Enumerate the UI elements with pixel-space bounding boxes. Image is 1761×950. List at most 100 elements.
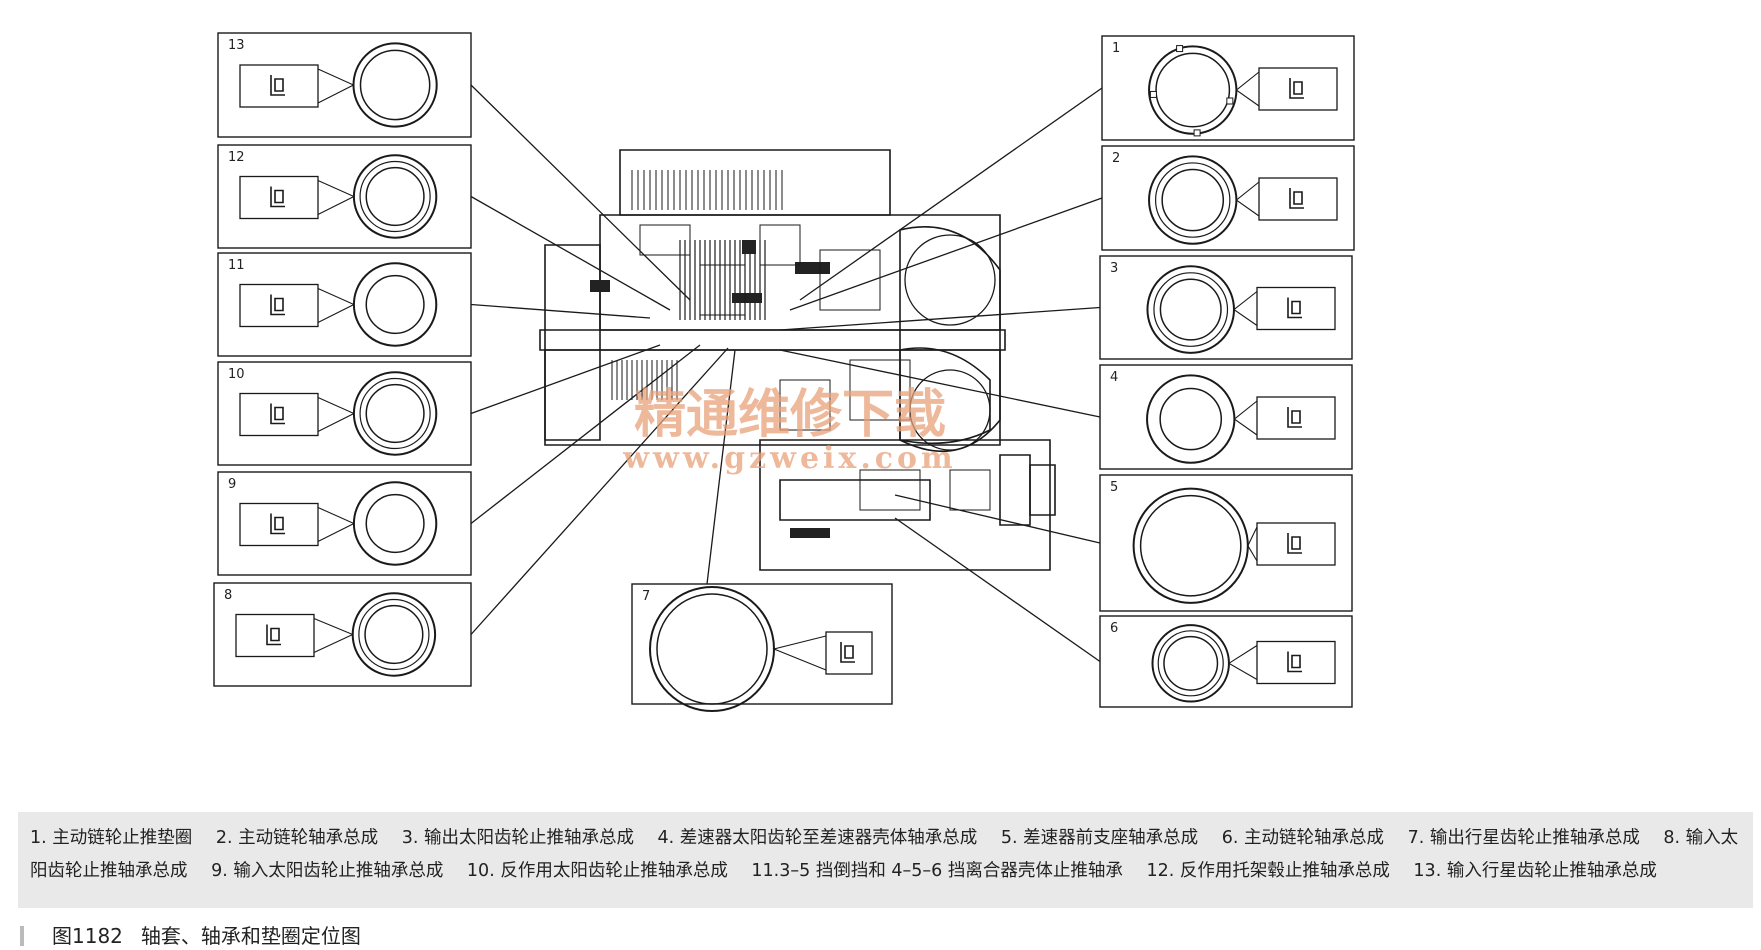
profile-box bbox=[1258, 67, 1338, 111]
part-ring-inner bbox=[364, 604, 424, 665]
profile-pointer bbox=[1235, 71, 1260, 107]
profile-box bbox=[235, 613, 315, 658]
internal-component bbox=[699, 264, 746, 316]
leader-line-2 bbox=[789, 197, 1103, 311]
profile-glyph bbox=[1287, 407, 1302, 428]
legend-item-2: 2. 主动链轮轴承总成 bbox=[215, 828, 379, 848]
leader-line-13 bbox=[470, 84, 691, 301]
legend-item-11: 11.3–5 挡倒挡和 4–5–6 挡离合器壳体止推轴承 bbox=[751, 861, 1123, 881]
seal-block bbox=[790, 528, 830, 538]
seal-block bbox=[590, 280, 610, 292]
profile-box bbox=[1256, 640, 1336, 685]
internal-component bbox=[759, 224, 801, 266]
callout-box-8: 8 bbox=[213, 582, 472, 687]
profile-pointer bbox=[317, 287, 356, 323]
part-lug bbox=[1226, 97, 1234, 105]
watermark: 精通维修下载 www.gzweix.com bbox=[622, 384, 957, 476]
callout-number: 5 bbox=[1110, 480, 1118, 495]
caption-bar bbox=[20, 926, 24, 946]
profile-box bbox=[239, 392, 319, 437]
legend-item-12: 12. 反作用托架毂止推轴承总成 bbox=[1146, 861, 1390, 881]
profile-box bbox=[1256, 522, 1336, 566]
profile-pointer bbox=[1233, 291, 1258, 326]
legend-item-10: 10. 反作用太阳齿轮止推轴承总成 bbox=[466, 861, 728, 881]
callout-box-10: 10 bbox=[217, 361, 472, 466]
callout-box-13: 13 bbox=[217, 32, 472, 138]
internal-component bbox=[859, 469, 921, 511]
profile-glyph bbox=[1287, 297, 1302, 319]
leader-lines bbox=[470, 84, 1103, 663]
callout-number: 12 bbox=[228, 150, 245, 165]
callout-number: 1 bbox=[1112, 41, 1120, 56]
profile-glyph bbox=[270, 75, 285, 96]
legend-item-8: 8. 输入太阳齿轮止推轴承总成 bbox=[30, 828, 1739, 881]
profile-glyph bbox=[1287, 651, 1302, 673]
leader-line-7 bbox=[706, 349, 736, 585]
callout-box-3: 3 bbox=[1099, 255, 1353, 360]
profile-pointer bbox=[772, 635, 827, 671]
callout-number: 6 bbox=[1110, 621, 1118, 636]
part-ring-inner bbox=[365, 493, 425, 554]
profile-pointer bbox=[317, 68, 355, 104]
part-ring-inner bbox=[1159, 278, 1222, 341]
part-lug bbox=[1149, 90, 1157, 98]
callout-frame bbox=[1099, 474, 1353, 612]
watermark-url: www.gzweix.com bbox=[622, 441, 957, 476]
callout-box-5: 5 bbox=[1099, 474, 1353, 612]
housing-section bbox=[544, 244, 601, 441]
part-lug bbox=[1193, 129, 1201, 137]
callout-number: 11 bbox=[228, 258, 245, 273]
leader-line-5 bbox=[894, 494, 1101, 544]
leader-line-11 bbox=[470, 303, 651, 319]
legend-item-9: 9. 输入太阳齿轮止推轴承总成 bbox=[211, 861, 444, 881]
parts-legend: 1. 主动链轮止推垫圈 2. 主动链轮轴承总成 3. 输出太阳齿轮止推轴承总成 … bbox=[18, 812, 1753, 908]
housing-section bbox=[539, 329, 1006, 351]
leader-line-12 bbox=[470, 195, 671, 311]
profile-glyph bbox=[270, 513, 285, 535]
profile-pointer bbox=[1247, 526, 1258, 562]
gear bbox=[904, 234, 996, 326]
housing-section bbox=[999, 454, 1031, 526]
housing-section bbox=[1029, 464, 1056, 516]
part-ring-inner bbox=[1139, 494, 1242, 597]
profile-pointer bbox=[317, 179, 356, 215]
leader-line-1 bbox=[799, 87, 1103, 301]
part-ring-inner bbox=[656, 593, 768, 705]
part-ring-race bbox=[359, 160, 431, 233]
part-ring-race bbox=[359, 377, 431, 450]
profile-box bbox=[239, 175, 319, 220]
profile-glyph bbox=[1287, 533, 1302, 554]
part-ring-inner bbox=[1155, 52, 1231, 128]
leader-line-10 bbox=[470, 344, 661, 415]
leader-line-6 bbox=[894, 517, 1101, 663]
internal-component bbox=[779, 379, 831, 431]
legend-item-1: 1. 主动链轮止推垫圈 bbox=[30, 828, 193, 848]
part-ring-race bbox=[358, 598, 430, 671]
profile-glyph bbox=[1289, 188, 1304, 209]
part-ring-inner bbox=[365, 166, 425, 227]
figure-title: 轴套、轴承和垫圈定位图 bbox=[140, 924, 361, 948]
internal-component bbox=[639, 224, 691, 256]
profile-box bbox=[1256, 286, 1336, 331]
seal-block bbox=[742, 240, 756, 254]
legend-item-3: 3. 输出太阳齿轮止推轴承总成 bbox=[401, 828, 634, 848]
housing-section bbox=[544, 349, 1001, 446]
seal-block bbox=[795, 262, 830, 274]
housing-section bbox=[899, 226, 1001, 452]
profile-box bbox=[239, 283, 319, 328]
profile-pointer bbox=[1233, 400, 1258, 436]
legend-item-6: 6. 主动链轮轴承总成 bbox=[1221, 828, 1384, 848]
callout-box-7: 7 bbox=[631, 583, 893, 712]
profile-glyph bbox=[1289, 78, 1304, 99]
transmission-cross-section bbox=[539, 149, 1056, 571]
leader-line-8 bbox=[470, 347, 729, 635]
profile-glyph bbox=[840, 642, 855, 663]
callout-box-12: 12 bbox=[217, 144, 472, 249]
seal-block bbox=[732, 293, 762, 303]
profile-box bbox=[239, 64, 319, 108]
housing-section bbox=[759, 439, 1051, 571]
internal-component bbox=[819, 249, 881, 311]
profile-pointer bbox=[313, 617, 355, 653]
